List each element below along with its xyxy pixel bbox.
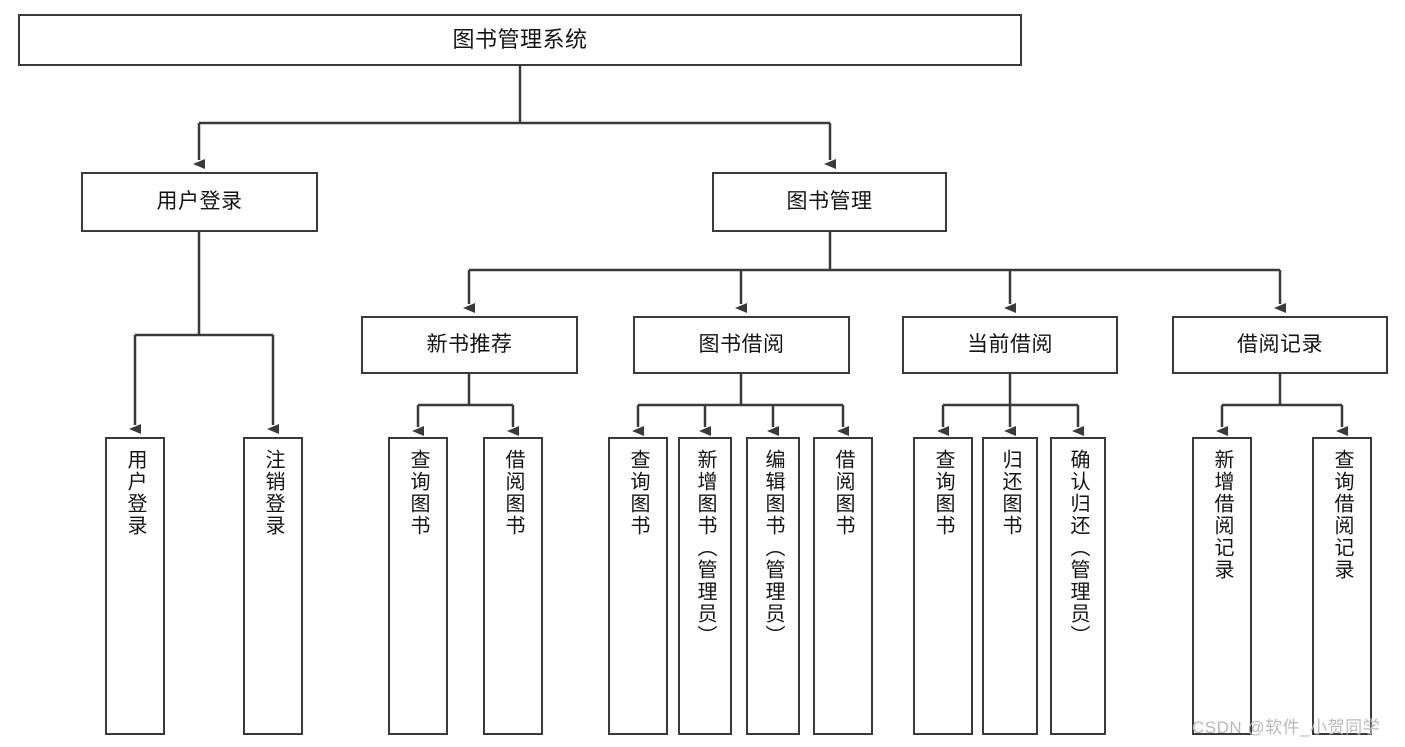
node-level2-2-label: 图书管理	[786, 189, 873, 213]
node-leaf-9-label: 查询图书	[932, 449, 954, 537]
node-root[interactable]: 图书管理系统	[18, 14, 1022, 66]
node-leaf-1[interactable]: 用户登录	[105, 437, 165, 735]
node-leaf-9[interactable]: 查询图书	[913, 437, 973, 735]
node-leaf-8[interactable]: 借阅图书	[813, 437, 873, 735]
node-level2-1[interactable]: 用户登录	[81, 172, 318, 232]
node-leaf-7[interactable]: 编辑图书（管理员）	[746, 437, 800, 735]
node-leaf-6[interactable]: 新增图书（管理员）	[678, 437, 732, 735]
node-leaf-5-label: 查询图书	[627, 449, 649, 537]
node-leaf-11-label: 确认归还（管理员）	[1067, 449, 1089, 647]
node-leaf-3[interactable]: 查询图书	[388, 437, 448, 735]
node-leaf-10-label: 归还图书	[999, 449, 1021, 537]
node-leaf-13-label: 查询借阅记录	[1331, 449, 1353, 581]
node-level3-3-label: 当前借阅	[967, 332, 1053, 356]
node-leaf-8-label: 借阅图书	[832, 449, 854, 537]
node-leaf-3-label: 查询图书	[407, 449, 429, 537]
node-level3-1[interactable]: 新书推荐	[361, 316, 578, 374]
node-level3-3[interactable]: 当前借阅	[902, 316, 1118, 374]
node-root-label: 图书管理系统	[452, 27, 588, 53]
node-leaf-12-label: 新增借阅记录	[1211, 449, 1233, 581]
node-level3-4-label: 借阅记录	[1237, 332, 1323, 356]
node-level3-4[interactable]: 借阅记录	[1172, 316, 1388, 374]
node-leaf-11[interactable]: 确认归还（管理员）	[1050, 437, 1106, 735]
node-leaf-6-label: 新增图书（管理员）	[694, 449, 716, 647]
csdn-watermark: CSDN @软件_小贺同学	[1192, 718, 1381, 737]
node-level3-2-label: 图书借阅	[698, 332, 785, 356]
node-leaf-2-label: 注销登录	[262, 449, 284, 537]
node-leaf-4-label: 借阅图书	[502, 449, 524, 537]
node-leaf-4[interactable]: 借阅图书	[483, 437, 543, 735]
node-level3-2[interactable]: 图书借阅	[633, 316, 850, 374]
node-leaf-2[interactable]: 注销登录	[243, 437, 303, 735]
node-leaf-10[interactable]: 归还图书	[982, 437, 1038, 735]
node-leaf-12[interactable]: 新增借阅记录	[1192, 437, 1252, 735]
node-leaf-13[interactable]: 查询借阅记录	[1312, 437, 1372, 735]
node-leaf-1-label: 用户登录	[124, 449, 146, 537]
node-level3-1-label: 新书推荐	[426, 332, 513, 356]
node-level2-1-label: 用户登录	[156, 189, 243, 213]
node-leaf-5[interactable]: 查询图书	[608, 437, 668, 735]
node-leaf-7-label: 编辑图书（管理员）	[762, 449, 784, 647]
node-level2-2[interactable]: 图书管理	[712, 172, 947, 232]
